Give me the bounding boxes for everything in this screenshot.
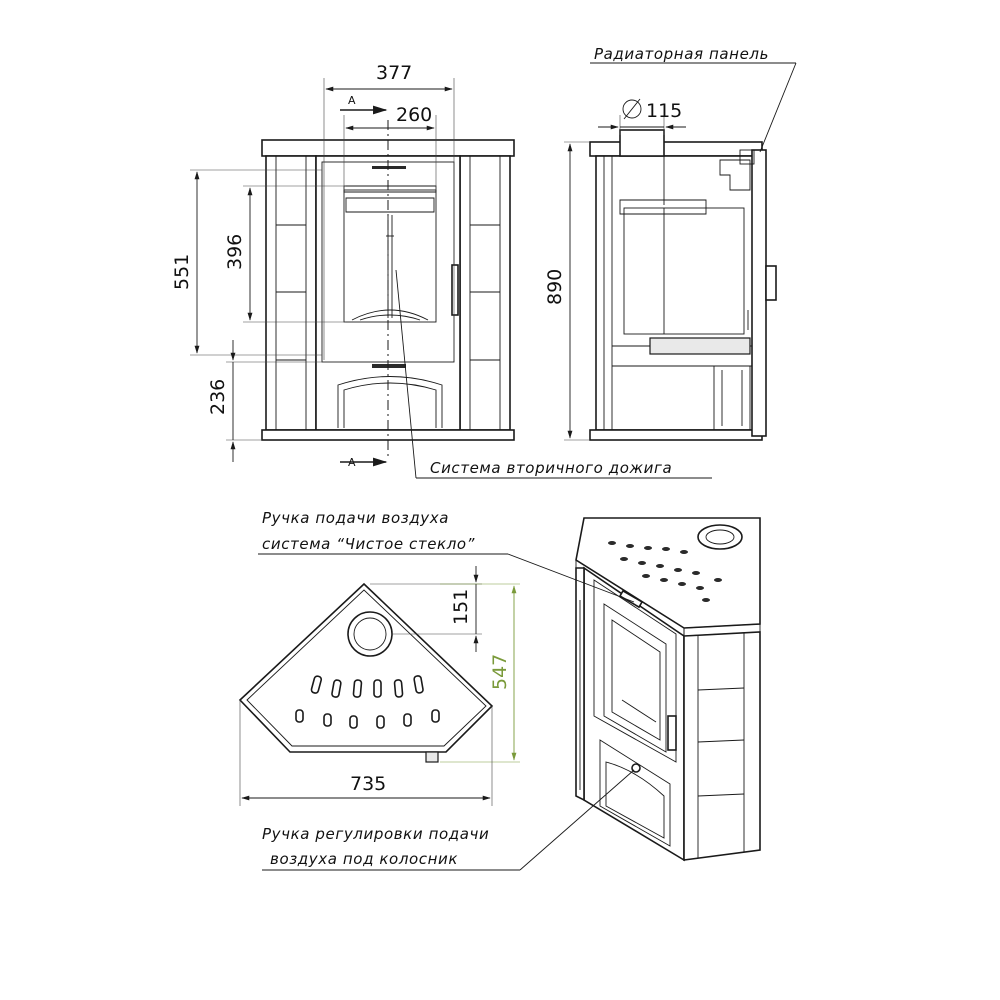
plan-view [238,582,494,763]
dim-551: 551 [171,254,193,290]
grate-handle-label-1: Ручка регулировки подачи [262,825,489,843]
side-dimensions: 890 115 Радиаторная панель [544,45,797,441]
front-dimensions: 377 260 А А 551 396 236 [171,62,455,469]
iso-view [575,517,761,862]
dim-115: 115 [646,100,682,122]
front-door-handle [451,264,459,316]
iso-flue-ring [697,524,743,550]
dim-151: 151 [450,589,472,625]
radiator-label: Радиаторная панель [594,45,769,63]
side-handle [765,265,777,301]
dim-236: 236 [207,379,229,415]
side-body [595,155,757,431]
air-handle-label-1: Ручка подачи воздуха [262,509,449,527]
section-mark-top: А [348,94,356,107]
iso-glass [603,603,667,753]
side-firebox [623,207,745,335]
front-right-column [459,155,511,431]
front-glass [343,189,437,323]
afterburn-callout: Система вторичного дожига [395,269,712,479]
dim-547: 547 [489,654,511,690]
radiator-panel [751,149,767,437]
afterburn-label: Система вторичного дожига [430,459,672,477]
iso-side-face [683,631,761,861]
diameter-icon [622,99,642,119]
dim-377: 377 [376,62,412,84]
plan-vent-slots [295,675,440,729]
dim-735: 735 [350,773,386,795]
plan-top-outline [238,582,494,753]
dim-890: 890 [544,269,566,305]
air-handle-callout: Ручка подачи воздуха система “Чистое сте… [258,509,635,603]
dim-396: 396 [224,234,246,270]
front-ash-box [337,376,443,428]
grate-handle-label-2: воздуха под колосник [270,850,458,868]
front-left-column [265,155,317,431]
dim-260: 260 [396,104,432,126]
grate-handle-callout: Ручка регулировки подачи воздуха под кол… [262,769,635,871]
front-view [261,120,515,458]
side-flue [619,129,665,157]
plan-dimensions: 151 547 735 [239,566,520,806]
air-handle-label-2: система “Чистое стекло” [262,535,475,553]
side-view [589,129,777,441]
iso-door-handle [667,715,677,751]
